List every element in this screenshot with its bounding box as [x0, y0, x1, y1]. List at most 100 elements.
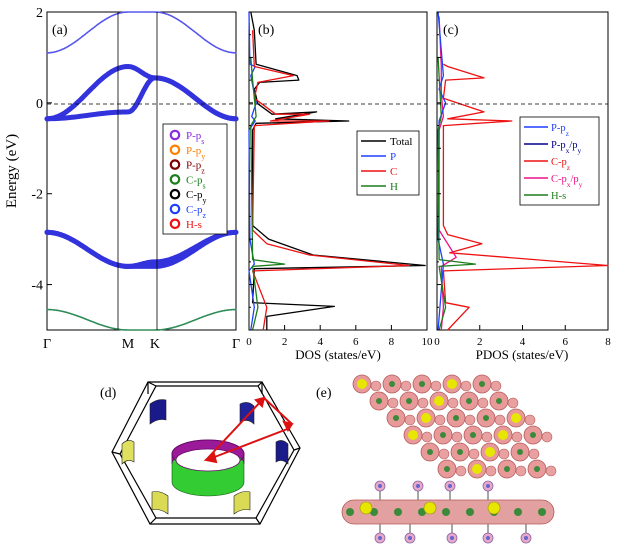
carbon-atom [427, 449, 433, 455]
density-lobe [447, 397, 459, 409]
x-axis-title-c: PDOS (states/eV) [476, 347, 569, 362]
legend-label: C-py [186, 189, 207, 205]
density-lobe [490, 380, 502, 392]
x-tick-label: 4 [317, 336, 323, 348]
density-lobe [507, 397, 519, 409]
density-lobe [438, 448, 450, 460]
density-lobe [460, 380, 472, 392]
legend-marker [169, 159, 181, 170]
panel-label-d: (d) [100, 386, 117, 401]
y-tick-label: -4 [31, 279, 43, 294]
dos-curve-h [250, 57, 286, 331]
density-lobe [485, 465, 497, 477]
dos-plot [248, 11, 426, 331]
carbon-atom [517, 449, 523, 455]
carbon-atom [496, 398, 502, 404]
density-lobe [528, 448, 540, 460]
hydrogen-atom [408, 536, 412, 540]
legend-label: C [390, 166, 397, 178]
phosphorus-atom [434, 396, 444, 406]
x-tick-label: 10 [422, 336, 434, 348]
carbon-atom [406, 398, 412, 404]
density-lobe [498, 448, 510, 460]
legend-label: P-px/py [551, 140, 582, 155]
density-lobe [455, 465, 467, 477]
dos-curve-c-pz [442, 63, 609, 331]
legend-label: P-ps [186, 130, 204, 146]
legend-label: Total [390, 136, 412, 148]
x-axis-title-b: DOS (states/eV) [295, 347, 381, 362]
legend-box [162, 123, 228, 235]
carbon-atom [370, 508, 378, 516]
density-lobe [464, 414, 476, 426]
legend-marker [169, 218, 181, 230]
pocket-right [275, 440, 289, 465]
phosphorus-atom [357, 379, 367, 389]
density-lobe [417, 397, 429, 409]
carbon-atom [444, 466, 450, 472]
band-3 [44, 229, 239, 269]
carbon-atom [530, 432, 536, 438]
carbon-atom [483, 415, 489, 421]
legend-label: P-pz [186, 160, 205, 176]
band-5 [46, 308, 237, 331]
x-tick-label: K [150, 337, 160, 352]
phosphorus-atom [472, 464, 482, 474]
legend-label: C-ps [186, 174, 206, 190]
phosphorus-atom [447, 379, 457, 389]
orbital-legend: P-psP-pyP-pzC-psC-pyC-pzH-s [162, 123, 228, 235]
density-lobe [451, 431, 463, 443]
carbon-atom [470, 432, 476, 438]
carbon-atom [479, 381, 485, 387]
y-ticks: 20-2-4 [31, 6, 52, 294]
carbon-atom [504, 466, 510, 472]
panel-label-a: (a) [52, 23, 68, 38]
density-lobe [468, 448, 480, 460]
density-lobe [545, 465, 557, 477]
carbon-atom [394, 508, 402, 516]
x-tick-label: Γ [43, 337, 51, 352]
density-lobe [434, 414, 446, 426]
legend-marker [169, 188, 181, 200]
carbon-atom [453, 415, 459, 421]
brillouin-zone [111, 381, 301, 525]
pdos-plot [437, 11, 609, 331]
density-lobe [404, 414, 416, 426]
density-lobe [481, 431, 493, 443]
x-tick-label: 2 [282, 336, 288, 348]
hydrogen-atom [448, 484, 452, 488]
x-tick-label: 6 [563, 336, 569, 348]
phosphorus-atom [423, 501, 437, 515]
x-tick-label: 0 [246, 336, 252, 348]
charge-density-side-view [341, 480, 555, 544]
carbon-atom [466, 398, 472, 404]
panel-label-e: (e) [316, 386, 332, 401]
phosphorus-atom [359, 501, 373, 515]
pocket-top-left [149, 399, 167, 425]
density-lobe [515, 465, 527, 477]
density-lobe [477, 397, 489, 409]
carbon-atom [457, 449, 463, 455]
density-lobe [541, 431, 553, 443]
legend-marker [169, 129, 181, 141]
y-tick-label: 2 [36, 6, 43, 21]
hydrogen-atom [378, 484, 382, 488]
x-tick-label: 4 [520, 336, 526, 348]
panel-e: (e) [316, 374, 557, 544]
x-tick-label: 8 [605, 336, 611, 348]
carbon-atom [419, 381, 425, 387]
density-lobe [387, 397, 399, 409]
carbon-atom [466, 508, 474, 516]
x-tick-label: 0 [434, 336, 440, 348]
dos-curve-h-s [437, 57, 477, 331]
pocket-bottom-left [151, 491, 169, 515]
legend-label: H-s [186, 219, 202, 231]
legend-label: H-s [551, 191, 566, 202]
legend-label: P-pz [551, 123, 570, 138]
phosphorus-atom [487, 501, 501, 515]
density-lobe [511, 431, 523, 443]
k-path-arrows [203, 396, 294, 464]
